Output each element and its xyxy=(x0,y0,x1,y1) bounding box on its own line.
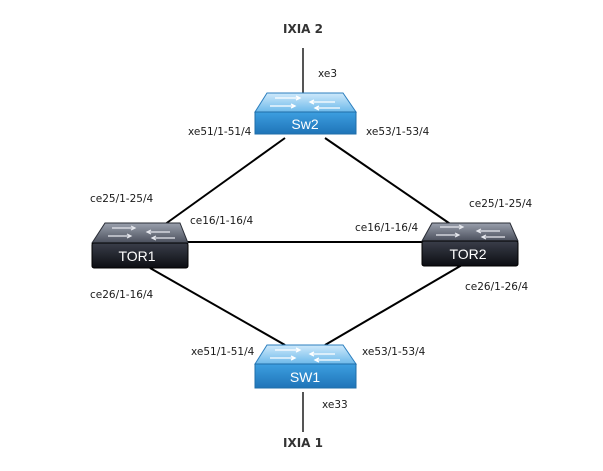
port-label-sw1-uplink: xe33 xyxy=(322,399,348,411)
switch-tor1[interactable]: TOR1 xyxy=(91,222,189,269)
port-label-tor2-to-sw2: ce25/1-25/4 xyxy=(469,198,532,210)
port-label-tor2-to-sw1: ce26/1-26/4 xyxy=(465,281,528,293)
links xyxy=(149,48,463,432)
tor1-arrows-icon xyxy=(108,225,175,241)
sw1-front-face xyxy=(254,363,357,389)
switch-tor2[interactable]: TOR2 xyxy=(421,222,519,267)
port-label-tor2-to-tor1: ce16/1-16/4 xyxy=(355,222,418,234)
switch-sw2[interactable]: Sw2 xyxy=(254,92,357,135)
link-tor1-sw1 xyxy=(149,267,286,346)
sw1-label: SW1 xyxy=(290,369,321,385)
sw1-arrows-icon xyxy=(270,347,340,363)
port-label-sw2-to-tor1: xe51/1-51/4 xyxy=(188,126,252,138)
port-label-tor1-to-tor2: ce16/1-16/4 xyxy=(190,215,253,227)
sw2-label: Sw2 xyxy=(291,116,318,132)
port-label-sw1-to-tor2: xe53/1-53/4 xyxy=(362,346,426,358)
link-tor2-sw1 xyxy=(324,264,463,346)
tor2-front-face xyxy=(421,240,519,267)
tor1-label: TOR1 xyxy=(118,248,155,264)
link-sw2-tor2 xyxy=(324,137,463,233)
port-label-sw2-uplink: xe3 xyxy=(318,68,337,80)
sw2-top-face xyxy=(254,92,357,113)
sw1-top-face xyxy=(254,344,357,365)
ixia1-label: IXIA 1 xyxy=(283,436,323,450)
port-label-sw1-to-tor1: xe51/1-51/4 xyxy=(191,346,255,358)
link-sw2-tor1 xyxy=(149,137,286,236)
switch-sw1[interactable]: SW1 xyxy=(254,344,357,389)
tor2-label: TOR2 xyxy=(449,246,486,262)
tor1-front-face xyxy=(91,242,189,269)
port-label-tor1-to-sw1: ce26/1-16/4 xyxy=(90,289,153,301)
tor2-top-face xyxy=(421,222,519,242)
sw2-front-face xyxy=(254,111,357,135)
port-label-tor1-to-sw2: ce25/1-25/4 xyxy=(90,193,153,205)
tor1-top-face xyxy=(91,222,189,244)
port-label-sw2-to-tor2: xe53/1-53/4 xyxy=(366,126,430,138)
sw2-arrows-icon xyxy=(270,95,340,111)
tor2-arrows-icon xyxy=(436,224,505,240)
ixia2-label: IXIA 2 xyxy=(283,22,323,36)
